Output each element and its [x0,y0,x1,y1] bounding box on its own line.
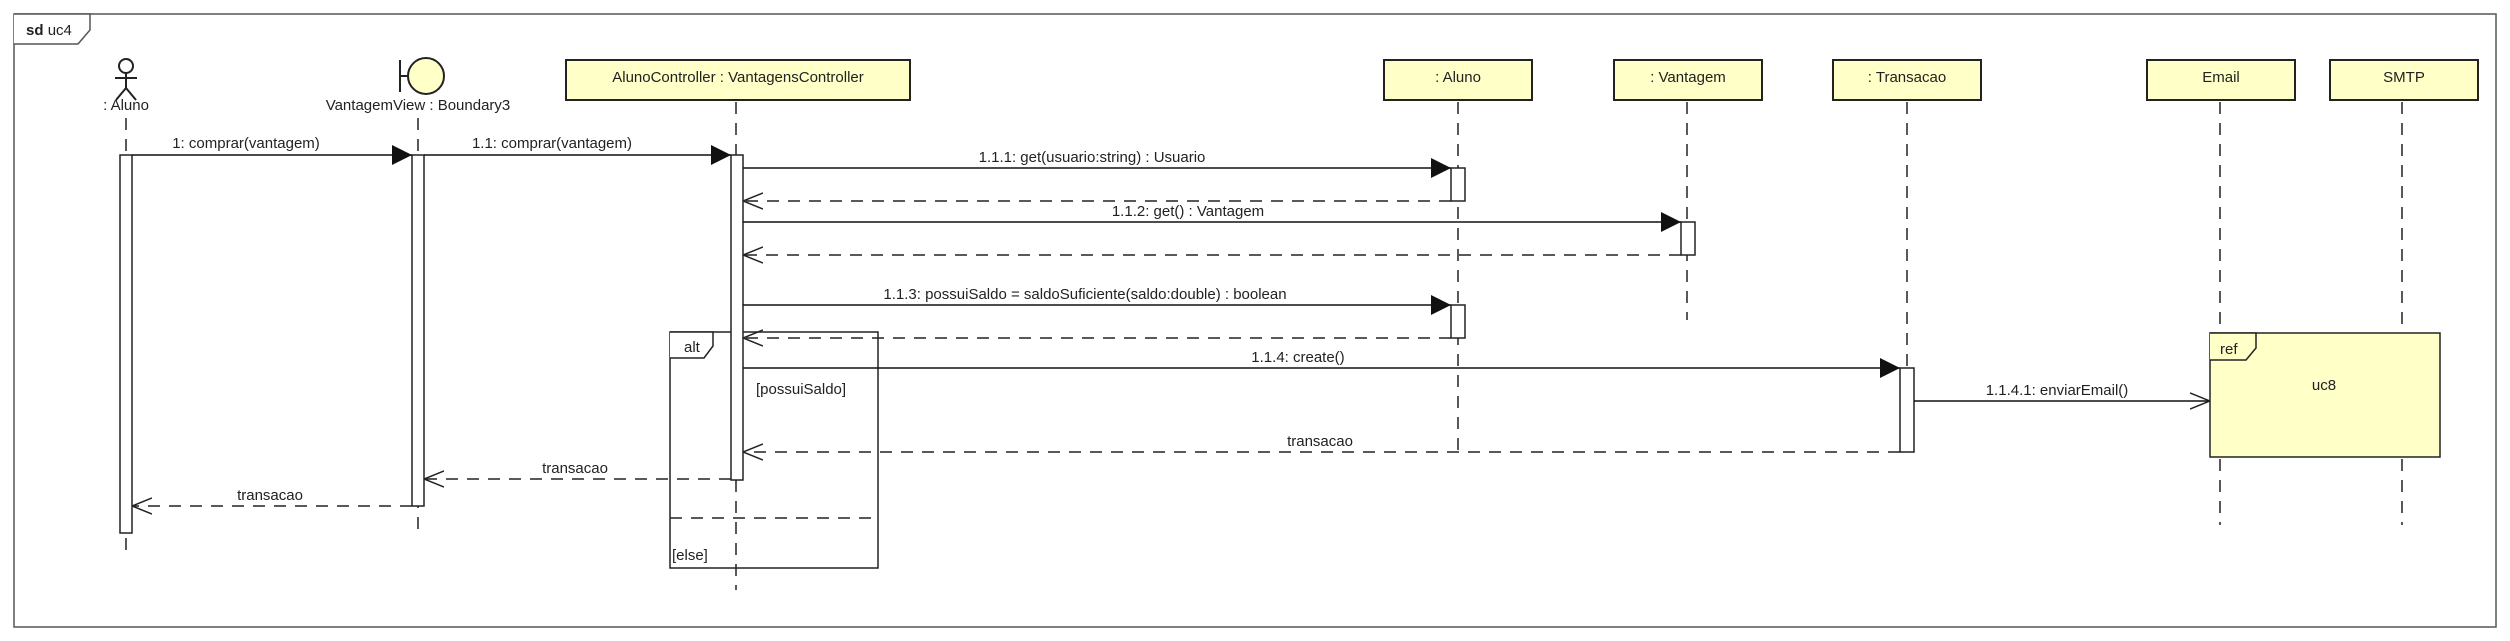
lifeline-smtp-head [2329,59,2479,101]
lifeline-smtp-label: SMTP [2383,69,2425,86]
sd-frame-label: sd uc4 [26,22,72,39]
message-labels: 1: comprar(vantagem) 1.1: comprar(vantag… [172,135,2128,504]
activation-alunoobj-get [1450,167,1466,202]
activation-view [411,154,425,507]
ref-name: uc8 [2312,377,2336,394]
lifelines [125,102,2403,590]
alt-guard-else: [else] [672,547,708,564]
sd-name: uc4 [48,22,72,39]
alt-operator: alt [684,339,701,356]
return-transacao-view-label: transacao [542,460,608,477]
return-transacao-aluno-label: transacao [237,487,303,504]
activation-transacao [1899,367,1915,453]
sd-keyword: sd [26,22,44,39]
lifeline-heads [565,59,2479,101]
lifeline-aluno-label: : Aluno [103,97,149,114]
message-1-1-label: 1.1: comprar(vantagem) [472,135,632,152]
return-messages [132,201,1900,506]
message-1-1-3-label: 1.1.3: possuiSaldo = saldoSuficiente(sal… [883,286,1286,303]
activation-vantagem-get [1680,221,1696,256]
message-1-1-4-1-label: 1.1.4.1: enviarEmail() [1986,382,2129,399]
boundary-icon [399,57,445,95]
activation-bars [119,154,1915,534]
alt-fragment: alt [possuiSaldo] [else] [669,331,879,569]
message-1-1-4-label: 1.1.4: create() [1251,349,1344,366]
alt-fragment-frame [669,331,879,569]
lifeline-vantagem-head [1613,59,1763,101]
alt-guard-possui-saldo: [possuiSaldo] [756,381,846,398]
actor-icon [115,58,137,101]
ref-uc8-tab [2210,332,2257,361]
message-1-label: 1: comprar(vantagem) [172,135,320,152]
lifeline-transacao-label: : Transacao [1868,69,1946,86]
ref-keyword: ref [2220,341,2238,358]
return-transacao-controller-label: transacao [1287,433,1353,450]
lifeline-controller-label: AlunoController : VantagensController [612,69,864,86]
activation-controller [730,154,744,481]
lifeline-transacao-head [1832,59,1982,101]
sd-frame-tab [14,13,91,45]
lifeline-alunoobj-label: : Aluno [1435,69,1481,86]
lifeline-view-label: VantagemView : Boundary3 [326,97,511,114]
message-1-1-2-label: 1.1.2: get() : Vantagem [1112,203,1264,220]
lifeline-email-head [2146,59,2296,101]
ref-uc8: ref uc8 [2209,332,2441,458]
sync-messages [132,145,2210,401]
message-1-1-1-label: 1.1.1: get(usuario:string) : Usuario [979,149,1206,166]
lifeline-email-label: Email [2202,69,2240,86]
lifeline-alunoobj-head [1383,59,1533,101]
sd-frame [13,13,2497,628]
lifeline-vantagem-label: : Vantagem [1650,69,1726,86]
alt-fragment-tab [670,331,714,359]
activation-aluno [119,154,133,534]
lifeline-controller-head [565,59,911,101]
activation-alunoobj-saldo [1450,304,1466,339]
